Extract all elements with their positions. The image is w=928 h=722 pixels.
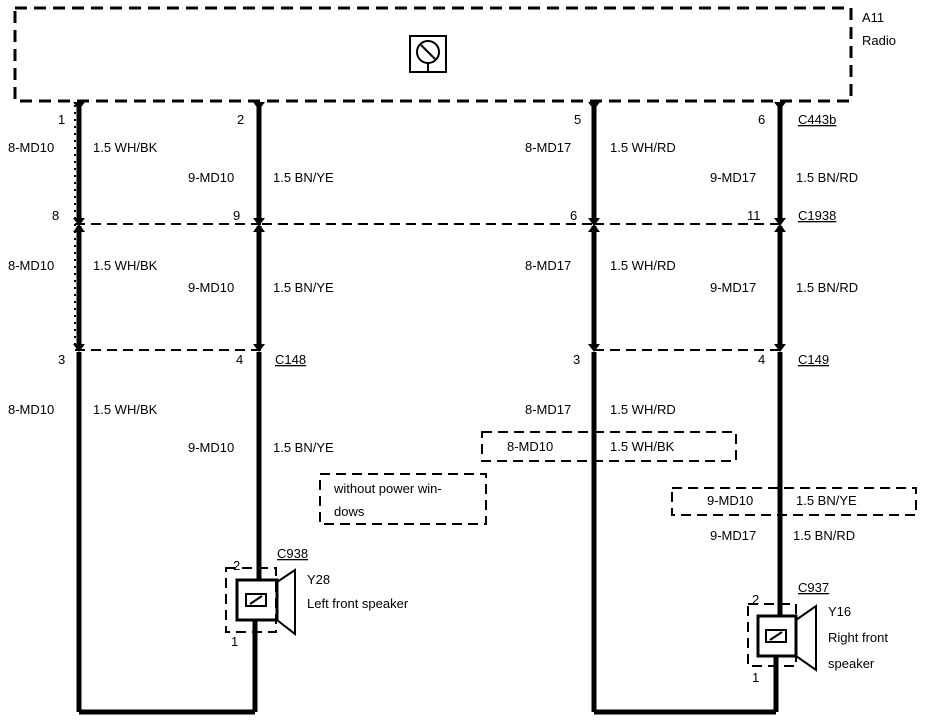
pin-number: 6 bbox=[758, 112, 765, 127]
note-line1: without power win- bbox=[333, 481, 442, 496]
connector-c937: C937 bbox=[798, 580, 829, 595]
right-speaker-name-line1: Right front bbox=[828, 630, 888, 645]
wire-label: 1.5 WH/BK bbox=[93, 402, 158, 417]
wire-label: 9-MD10 bbox=[188, 280, 234, 295]
pin-number: 3 bbox=[58, 352, 65, 367]
wire-label: 1.5 BN/RD bbox=[796, 280, 858, 295]
wire-label: 1.5 WH/RD bbox=[610, 402, 676, 417]
wire-label: 8-MD10 bbox=[8, 140, 54, 155]
right-speaker-name-line2: speaker bbox=[828, 656, 875, 671]
wire-label: 1.5 WH/RD bbox=[610, 140, 676, 155]
radio-id: A11 bbox=[862, 10, 884, 25]
left-speaker-name: Left front speaker bbox=[307, 596, 409, 611]
wire-label: 8-MD17 bbox=[525, 140, 571, 155]
pin-number: 6 bbox=[570, 208, 577, 223]
wire-label: 1.5 BN/RD bbox=[793, 528, 855, 543]
wire-label: 8-MD10 bbox=[8, 258, 54, 273]
radio-name: Radio bbox=[862, 33, 896, 48]
variant-box-bn-ye bbox=[671, 487, 917, 516]
connector-c443b: C443b bbox=[798, 112, 836, 127]
connector-arrows bbox=[73, 102, 786, 352]
pin-number: 2 bbox=[752, 592, 759, 607]
pin-number: 11 bbox=[747, 208, 761, 223]
wire-label: 1.5 WH/RD bbox=[610, 258, 676, 273]
left-speaker-symbol bbox=[225, 567, 296, 640]
pin-number: 4 bbox=[758, 352, 765, 367]
wire-label: 8-MD17 bbox=[525, 402, 571, 417]
pin-number: 3 bbox=[573, 352, 580, 367]
note-box bbox=[319, 473, 487, 525]
pin-number: 8 bbox=[52, 208, 59, 223]
left-speaker-id: Y28 bbox=[307, 572, 330, 587]
wire-label: 9-MD17 bbox=[710, 280, 756, 295]
wire-label: 1.5 BN/YE bbox=[273, 280, 334, 295]
pin-number: 1 bbox=[752, 670, 759, 685]
connector-c938: C938 bbox=[277, 546, 308, 561]
wire-label: 1.5 BN/RD bbox=[796, 170, 858, 185]
pin-number: 1 bbox=[231, 634, 238, 649]
wire-label: 8-MD10 bbox=[507, 439, 553, 454]
wire-label: 1.5 WH/BK bbox=[93, 140, 158, 155]
pin-number: 5 bbox=[574, 112, 581, 127]
wire-label: 1.5 WH/BK bbox=[93, 258, 158, 273]
pin-number: 2 bbox=[237, 112, 244, 127]
connector-c149: C149 bbox=[798, 352, 829, 367]
pin-number: 1 bbox=[58, 112, 65, 127]
wire-label: 9-MD17 bbox=[710, 528, 756, 543]
right-speaker-id: Y16 bbox=[828, 604, 851, 619]
variant-box-wh-bk bbox=[481, 431, 737, 462]
wire-label: 9-MD10 bbox=[188, 170, 234, 185]
wire-label: 8-MD10 bbox=[8, 402, 54, 417]
wire-label: 1.5 BN/YE bbox=[273, 440, 334, 455]
note-line2: dows bbox=[334, 504, 365, 519]
wire-label: 8-MD17 bbox=[525, 258, 571, 273]
radio-module-box bbox=[13, 6, 853, 103]
wire-label: 9-MD10 bbox=[707, 493, 753, 508]
radio-symbol-icon bbox=[409, 35, 447, 73]
pin-number: 9 bbox=[233, 208, 240, 223]
wire-label: 9-MD17 bbox=[710, 170, 756, 185]
right-speaker-symbol bbox=[747, 603, 817, 672]
wire-label: 1.5 WH/BK bbox=[610, 439, 675, 454]
connector-c1938: C1938 bbox=[798, 208, 836, 223]
pin-number: 2 bbox=[233, 558, 240, 573]
pin-number: 4 bbox=[236, 352, 243, 367]
wire-label: 9-MD10 bbox=[188, 440, 234, 455]
wire-label: 1.5 BN/YE bbox=[796, 493, 857, 508]
connector-c148: C148 bbox=[275, 352, 306, 367]
wire-label: 1.5 BN/YE bbox=[273, 170, 334, 185]
